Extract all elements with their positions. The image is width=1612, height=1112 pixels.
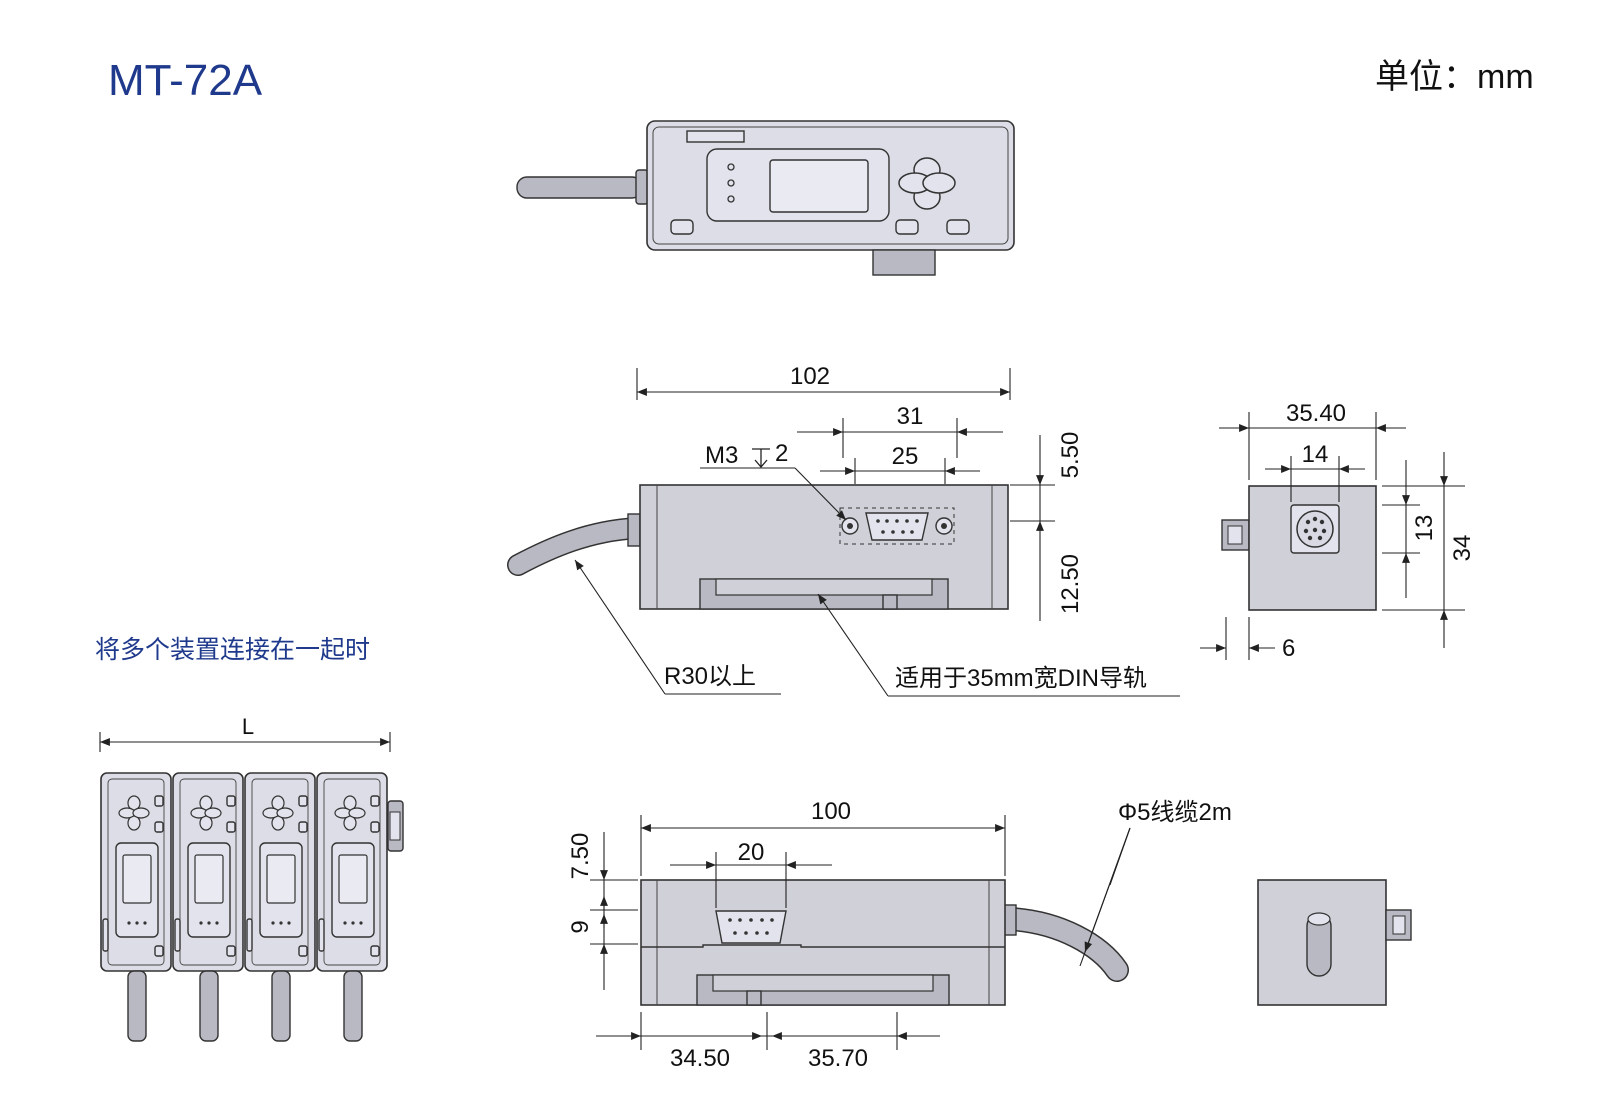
db9-connector-bottom	[715, 910, 787, 944]
display-screen	[769, 159, 869, 213]
dim-35-70: 35.70	[808, 1045, 868, 1072]
dim-20: 20	[738, 839, 765, 866]
dim-102: 102	[790, 363, 830, 390]
dim-7-50: 7.50	[567, 833, 594, 880]
button-right	[946, 219, 970, 235]
dim-9: 9	[567, 920, 594, 933]
dim-5-50: 5.50	[1057, 432, 1084, 479]
model-title: MT-72A	[108, 56, 263, 105]
dim-31: 31	[897, 403, 924, 430]
top-view	[516, 120, 1015, 276]
stacked-units: 将多个装置连接在一起时 L	[95, 636, 404, 1042]
dim-14: 14	[1302, 441, 1329, 468]
connector-tab-top	[872, 249, 936, 276]
dim-34-50: 34.50	[670, 1045, 730, 1072]
dim-35-40: 35.40	[1286, 400, 1346, 427]
button-mid	[895, 219, 919, 235]
bottom-end-view	[1257, 879, 1412, 1006]
hole-label: M3	[705, 442, 738, 469]
unit-label: 单位：mm	[1375, 58, 1534, 96]
dim-25: 25	[892, 443, 919, 470]
cable-label: Φ5线缆2m	[1118, 799, 1232, 826]
dim-6: 6	[1282, 635, 1295, 662]
button-left	[670, 219, 694, 235]
stacked-unit	[100, 772, 172, 1042]
dim-L: L	[242, 714, 254, 739]
dim-34: 34	[1449, 535, 1476, 562]
middle-view: 102 31 25 M3 2 5.50 12.50	[507, 363, 1180, 697]
side-note: 将多个装置连接在一起时	[95, 636, 370, 664]
cable-stub-top	[516, 176, 643, 199]
end-view: 35.40 14 13 34 6	[1200, 400, 1476, 662]
depth-symbol-icon	[752, 448, 770, 468]
dim-13: 13	[1411, 515, 1438, 542]
hole-depth: 2	[775, 440, 788, 467]
bend-radius-label: R30以上	[664, 663, 756, 690]
bottom-view: 100 20 7.50 9 Φ5线缆2m 34.50	[567, 798, 1232, 1072]
db9-connector	[839, 507, 955, 545]
dpad-icon	[898, 157, 956, 210]
dim-100: 100	[811, 798, 851, 825]
dim-12-50: 12.50	[1057, 554, 1084, 614]
din-rail-label: 适用于35mm宽DIN导轨	[895, 665, 1147, 692]
